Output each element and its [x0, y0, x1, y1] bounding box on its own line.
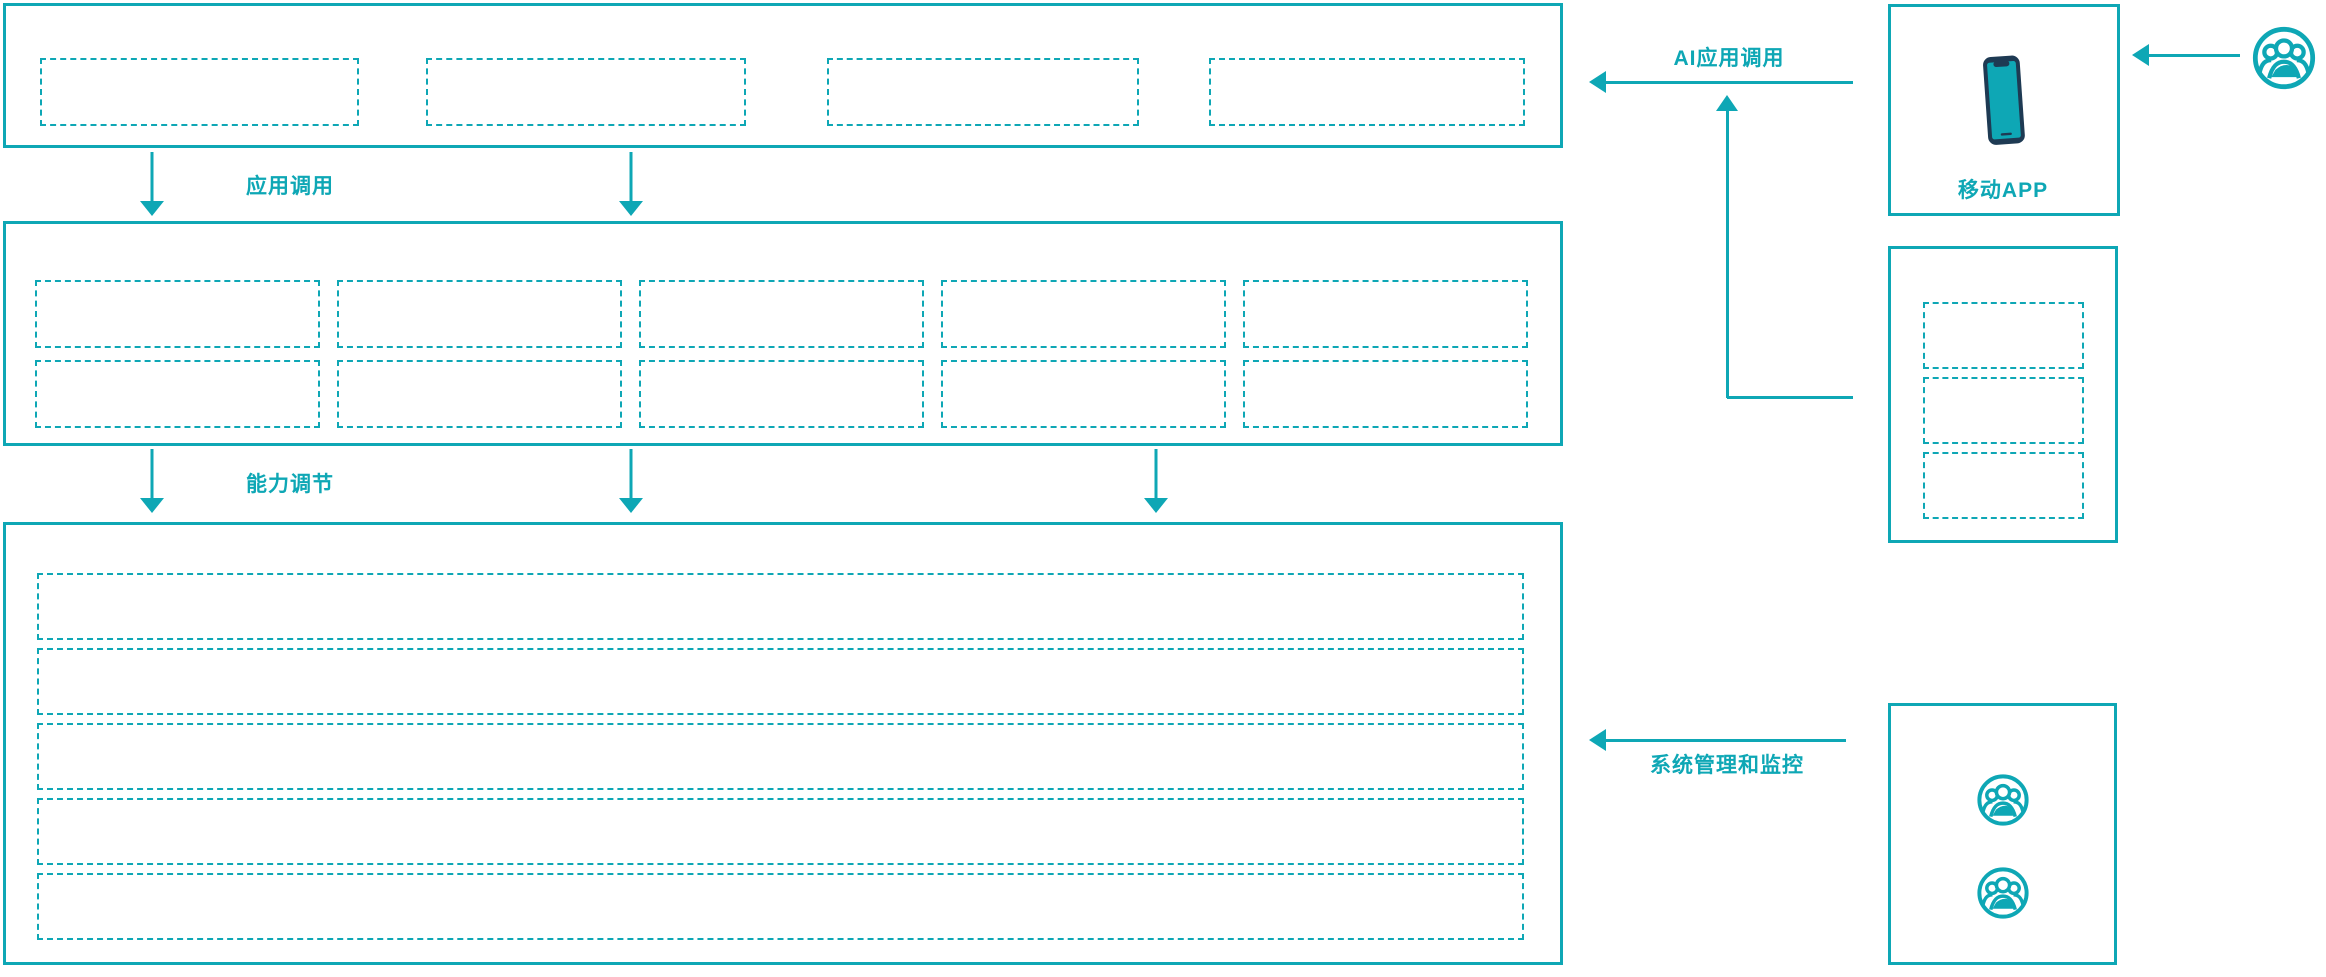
ai-app-call-label: AI应用调用: [1673, 47, 1785, 70]
left-arrow-icon: [1589, 71, 1606, 93]
capability-slot-box: [941, 360, 1226, 428]
middle-capability-layer: [3, 221, 1563, 446]
connector-vertical-line: [1726, 111, 1729, 398]
ai-apps-box: [1888, 246, 2118, 543]
down-arrow-icon: [1143, 449, 1169, 513]
arrow-stem: [150, 152, 154, 202]
arrow-head: [140, 498, 164, 513]
arrow-stem: [629, 152, 633, 202]
platform-row-box: [37, 648, 1524, 715]
arrow-head: [619, 201, 643, 216]
monitor-arrow-line: [1606, 739, 1846, 742]
admin-users-box: [1888, 703, 2117, 965]
ai-call-arrow-line: [1606, 81, 1853, 84]
arrow-stem: [1154, 449, 1158, 499]
mobile-phone-icon: [1983, 55, 2025, 145]
down-arrow-icon: [618, 449, 644, 513]
arrow-head: [1144, 498, 1168, 513]
bottom-platform-layer: [3, 522, 1563, 965]
capability-slot-box: [1243, 280, 1528, 348]
capability-slot-box: [35, 360, 320, 428]
left-arrow-icon: [2132, 44, 2149, 66]
down-arrow-icon: [139, 152, 165, 216]
arrow-head: [140, 201, 164, 216]
down-arrow-icon: [618, 152, 644, 216]
capability-slot-box: [639, 360, 924, 428]
arrow-head: [619, 498, 643, 513]
top-application-layer: [3, 3, 1563, 148]
capability-adjust-label: 能力调节: [246, 473, 334, 496]
platform-row-box: [37, 573, 1524, 640]
ai-app-slot-box: [1923, 452, 2084, 519]
user-group-icon: [2252, 26, 2316, 90]
capability-slot-box: [1243, 360, 1528, 428]
left-arrow-icon: [1589, 729, 1606, 751]
up-arrow-icon: [1716, 95, 1738, 111]
capability-slot-box: [35, 280, 320, 348]
arrow-stem: [629, 449, 633, 499]
mobile-app-label: 移动APP: [1957, 179, 2049, 202]
platform-row-box: [37, 723, 1524, 790]
connector-horizontal-line: [1727, 396, 1853, 399]
capability-slot-box: [639, 280, 924, 348]
platform-row-box: [37, 873, 1524, 940]
app-call-label: 应用调用: [246, 175, 334, 198]
application-slot-box: [426, 58, 746, 126]
application-slot-box: [1209, 58, 1525, 126]
admin-user-group-icon: [1976, 774, 2029, 826]
system-monitor-label: 系统管理和监控: [1650, 754, 1804, 777]
user-arrow-line: [2149, 54, 2240, 57]
ai-app-slot-box: [1923, 377, 2084, 444]
ai-app-slot-box: [1923, 302, 2084, 369]
capability-slot-box: [337, 360, 622, 428]
capability-slot-box: [337, 280, 622, 348]
application-slot-box: [40, 58, 359, 126]
platform-row-box: [37, 798, 1524, 865]
admin-user-group-icon: [1976, 867, 2029, 919]
down-arrow-icon: [139, 449, 165, 513]
capability-slot-box: [941, 280, 1226, 348]
mobile-app-box: [1888, 4, 2120, 216]
application-slot-box: [827, 58, 1139, 126]
arrow-stem: [150, 449, 154, 499]
